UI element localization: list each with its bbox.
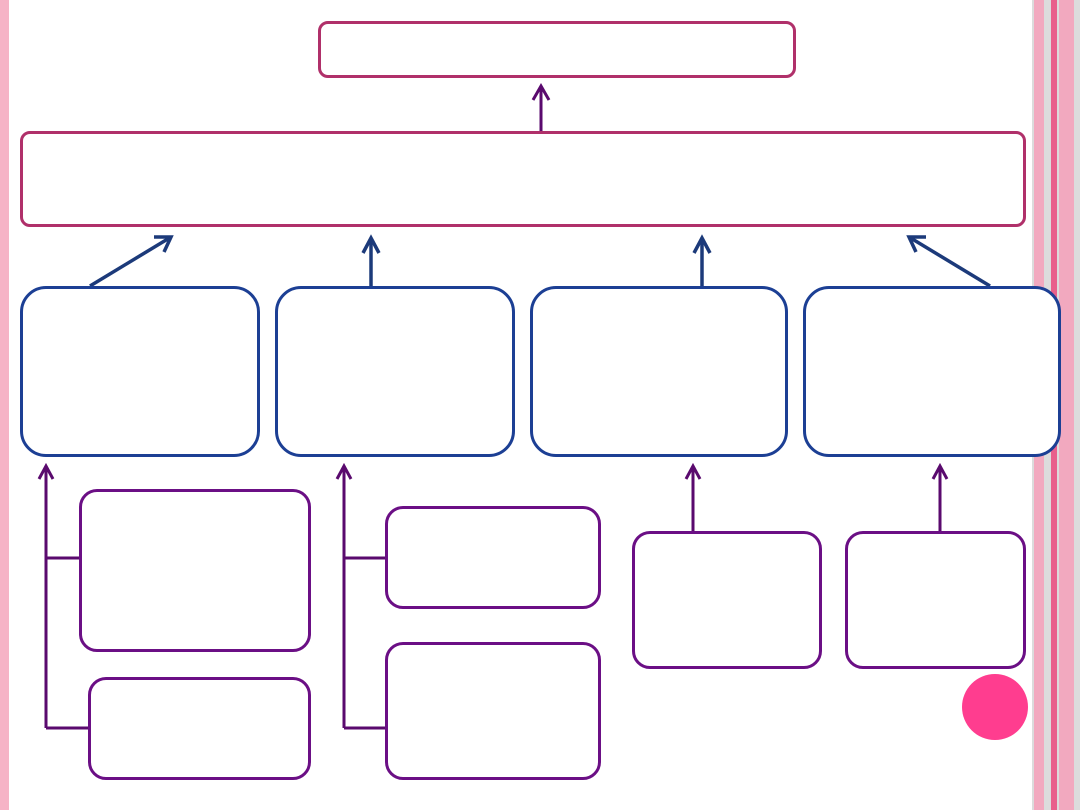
top-box-label (321, 24, 793, 75)
connector-group-3 (684, 462, 702, 532)
level3-box-6-label (848, 534, 1023, 666)
level2-box-3-label (533, 289, 785, 454)
level2-box-3 (530, 286, 788, 457)
top-box (318, 21, 796, 78)
level2-box-4-label (806, 289, 1058, 454)
level3-box-5 (632, 531, 822, 669)
arrow-level2-4 (906, 235, 991, 288)
left-border-stripe (0, 0, 9, 810)
second-box (20, 131, 1026, 227)
level3-box-1 (79, 489, 311, 652)
pink-circle-dot (962, 674, 1028, 740)
arrow-level2-1 (89, 235, 174, 288)
connector-group-2 (335, 462, 387, 730)
connector-group-1 (37, 462, 90, 730)
level3-box-4-label (388, 645, 598, 777)
second-box-label (23, 134, 1023, 224)
level2-box-1 (20, 286, 260, 457)
level3-box-4 (385, 642, 601, 780)
level3-box-3-label (388, 509, 598, 606)
arrow-to-top-box (531, 82, 551, 131)
level2-box-1-label (23, 289, 257, 454)
level2-box-2-label (278, 289, 512, 454)
level2-box-4 (803, 286, 1061, 457)
level3-box-3 (385, 506, 601, 609)
arrow-level2-2 (361, 234, 381, 286)
level3-box-6 (845, 531, 1026, 669)
connector-group-4 (931, 462, 949, 532)
right-border-stripe-inner (1059, 0, 1074, 810)
level3-box-2-label (91, 680, 308, 777)
level3-box-1-label (82, 492, 308, 649)
arrow-level2-3 (692, 234, 712, 286)
level3-box-5-label (635, 534, 819, 666)
level2-box-2 (275, 286, 515, 457)
level3-box-2 (88, 677, 311, 780)
